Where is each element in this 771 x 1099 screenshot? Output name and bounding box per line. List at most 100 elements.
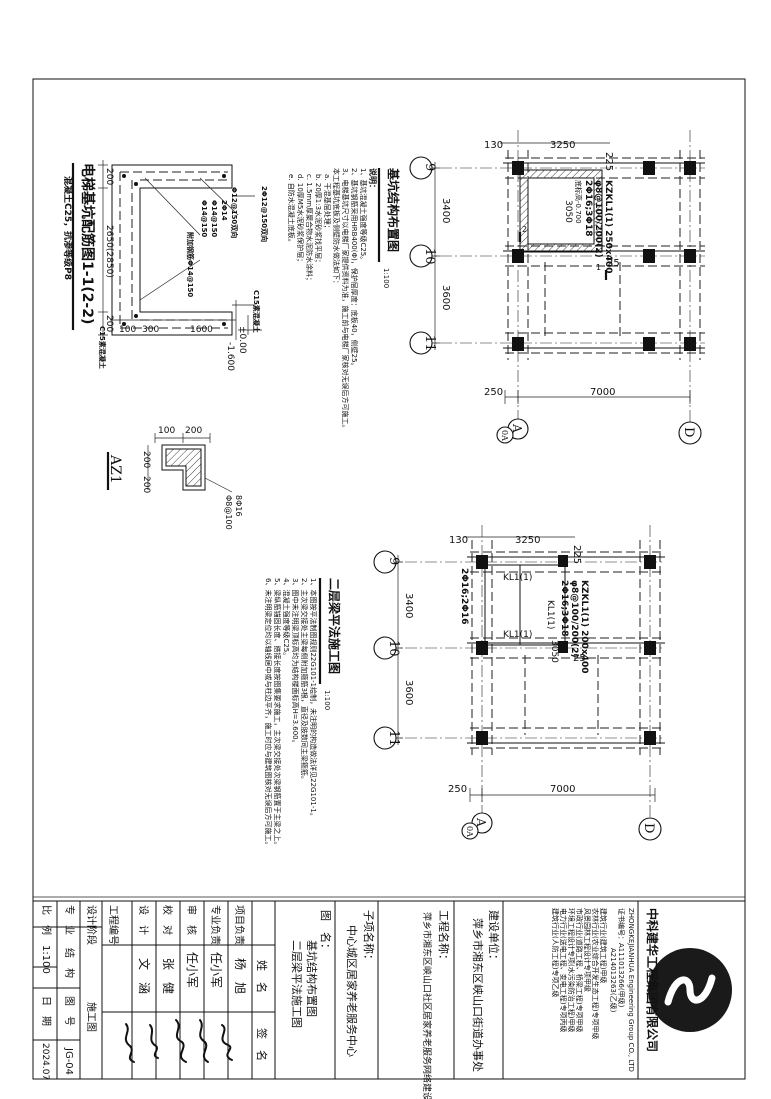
az1-dim-200b: 200	[141, 451, 151, 468]
plan2-dim-3400: 3400	[403, 593, 414, 618]
plan1-dim-225: 225	[603, 152, 614, 171]
stage-label: 设计阶段	[85, 905, 98, 945]
role-review-name: 任小军	[185, 952, 199, 988]
plan1-pit-dim: 3050	[563, 200, 573, 223]
plan1-section-mark-1: 1	[596, 263, 601, 272]
svg-text:2、主次梁交接处主梁每侧附加箍筋3根，直径及肢数同主梁箍筋。: 2、主次梁交接处主梁每侧附加箍筋3根，直径及肢数同主梁箍筋。	[300, 578, 309, 783]
svg-text:市政行业(道路工程、桥梁工程)专项甲级: 市政行业(道路工程、桥梁工程)专项甲级	[575, 908, 584, 1032]
date-value: 2024.07	[40, 1043, 50, 1080]
svg-text:4、混凝土强度等级C25。: 4、混凝土强度等级C25。	[282, 578, 291, 659]
svg-text:±0.00: ±0.00	[237, 326, 247, 354]
title-block	[33, 901, 732, 1079]
role-discipline-lead-name: 任小军	[209, 952, 223, 988]
plan1-pit-label: KZKL1(1) 250x400	[603, 180, 613, 273]
az1-column-detail: 100 200 200 200 8Φ16 Φ8@100 AZ1	[106, 426, 243, 530]
svg-text:电力行业(送电工程、变电工程)专项丙级: 电力行业(送电工程、变电工程)专项丙级	[559, 908, 568, 1032]
plan2-axis-d: D	[641, 823, 656, 833]
drawing-label: 图 名：	[319, 910, 333, 954]
svg-text:农林行业(农业综合开发生态工程)专项甲级: 农林行业(农业综合开发生态工程)专项甲级	[591, 908, 600, 1039]
plan2-title: 二层梁平法施工图	[327, 578, 342, 674]
section-title: 电梯基坑配筋图1-1(2-2)	[79, 163, 96, 324]
plan2-beam-kl1-top: KL1(1)	[503, 573, 532, 583]
az1-label-stirrup: Φ8@100	[224, 495, 233, 530]
plan2-dim-7000: 7000	[550, 784, 575, 795]
svg-text:风景园林工程设计专项甲级: 风景园林工程设计专项甲级	[583, 908, 592, 992]
role-review: 审 核	[185, 905, 198, 935]
plan2-axis-0a: 0A	[465, 826, 474, 837]
plan2-dim-3600: 3600	[403, 680, 414, 705]
svg-text:环境工程设计专项(水污染防治工程)甲级: 环境工程设计专项(水污染防治工程)甲级	[567, 908, 576, 1032]
plan1-axis-11: 11	[422, 335, 437, 352]
scale-label: 比 例	[40, 905, 53, 935]
plan1-axis-d: D	[681, 427, 696, 437]
plan1-pit-label2: φ8@100/200(2)	[593, 180, 603, 258]
plan1-section-mark-2: 2	[522, 225, 527, 234]
role-project-lead-name: 杨 旭	[233, 958, 248, 994]
plan2-dim-25: 25	[573, 653, 586, 664]
roles-header-sign: 签 名	[255, 1028, 269, 1061]
svg-text:C15素混凝土: C15素混凝土	[98, 326, 107, 369]
role-project-lead: 项目负责	[233, 905, 246, 945]
svg-text:本工程基坑底板及侧壁防水做法如下：: 本工程基坑底板及侧壁防水做法如下：	[332, 168, 341, 287]
svg-text:C15素混凝土: C15素混凝土	[252, 290, 261, 333]
svg-text:c. 1.5mm厚聚合物水泥防水涂料；: c. 1.5mm厚聚合物水泥防水涂料；	[305, 174, 314, 284]
plan-1-pit-layout	[409, 130, 705, 445]
svg-text:附加钢筋Φ14@150: 附加钢筋Φ14@150	[186, 232, 195, 297]
svg-text:2650(2850): 2650(2850)	[104, 225, 114, 278]
plan2-dim-130: 130	[449, 535, 468, 546]
svg-text:5、梁纵筋锚固长度、搭接长度按图集要求施工，主次梁交接处次梁: 5、梁纵筋锚固长度、搭接长度按图集要求施工，主次梁交接处次梁钢筋置于主梁之上。	[273, 578, 282, 848]
subproject-value: 中心城区居家养老服务中心	[345, 925, 359, 1057]
plan1-dim-3600: 3600	[440, 285, 451, 310]
project-label: 工程名称：	[437, 910, 451, 965]
pit-section-drawing	[98, 160, 262, 340]
plan2-scale: 1:100	[323, 690, 331, 710]
company-name: 中科建华工程集团有限公司	[645, 908, 660, 1052]
plan2-axis-9: 9	[386, 557, 401, 565]
svg-text:1600: 1600	[190, 325, 213, 335]
plan1-dim-250: 250	[484, 387, 503, 398]
plan-2-beam-layout	[373, 525, 665, 841]
signature-images	[124, 1019, 233, 1063]
plan1-notes: 说明： 1、基坑混凝土强度等级C25。 2、基坑钢筋采用HRB400(Φ)，保护…	[287, 168, 378, 431]
drawing-name-1: 基坑结构布置图	[305, 940, 319, 1017]
plan1-dim-3250: 3250	[550, 140, 575, 151]
az1-label-bars: 8Φ16	[234, 495, 243, 517]
svg-text:d. 10厚M5水泥砂浆保护层；: d. 10厚M5水泥砂浆保护层；	[296, 174, 305, 265]
pit-section-texts: 电梯基坑配筋图1-1(2-2) 混凝土C25，抗渗等级P8 100 300 16…	[62, 163, 269, 371]
project-value: 萍乡市湘东区峡山口社区居家养老服务网络建设项目	[421, 912, 433, 1099]
svg-text:建筑行业(建筑工程)甲级: 建筑行业(建筑工程)甲级	[599, 908, 608, 983]
role-design-name: 文 涵	[137, 958, 152, 994]
subproject-label: 子项名称：	[362, 910, 376, 965]
plan1-axis-a: A	[510, 423, 524, 433]
section-subtitle: 混凝土C25，抗渗等级P8	[62, 176, 74, 280]
company-cert2: A214013263(乙级)	[609, 948, 618, 1013]
role-check-name: 张 健	[161, 958, 175, 994]
plan1-axis-10: 10	[422, 248, 437, 265]
plan2-beam-note2: φ8@100/200(2)	[569, 580, 579, 658]
drawing-no-label: 图 号	[63, 996, 75, 1026]
svg-text:a. 干混基层处理；: a. 干混基层处理；	[323, 174, 332, 232]
az1-dim-200: 200	[185, 426, 202, 436]
svg-text:3、电梯基坑尺寸以电梯厂家提供资料为准，施工前与电梯厂家核对: 3、电梯基坑尺寸以电梯厂家提供资料为准，施工前与电梯厂家核对无误后方可施工。	[341, 168, 350, 431]
svg-text:1、基坑混凝土强度等级C25。: 1、基坑混凝土强度等级C25。	[359, 168, 368, 263]
stage-value: 施工图	[85, 1002, 98, 1032]
svg-text:100: 100	[119, 325, 136, 335]
plan1-axis-9: 9	[422, 163, 437, 171]
svg-text:2Φ14: 2Φ14	[220, 200, 228, 221]
discipline-label: 专 业	[63, 905, 76, 935]
plan2-dim-225: 225	[571, 545, 582, 564]
svg-text:建筑行业(人防工程)专项乙级: 建筑行业(人防工程)专项乙级	[551, 908, 560, 997]
svg-text:200: 200	[104, 168, 114, 185]
roles-header-name: 姓 名	[255, 960, 269, 993]
plan2-axis-10: 10	[386, 640, 401, 657]
plan1-scale: 1:100	[382, 268, 390, 288]
svg-text:-1.600: -1.600	[225, 342, 235, 371]
svg-text:200: 200	[104, 315, 114, 332]
plan1-dim-25: 25	[607, 258, 620, 269]
plan1-title: 基坑结构布置图	[386, 167, 401, 252]
plan2-notes: 1、本图按平法制图规则22G101-1绘制，未注明的构造做法详见22G101-1…	[264, 578, 318, 848]
plan2-beam-note: KZKL1(1) 200x400	[579, 580, 589, 673]
company-cert: 证书编号：A111013266(甲级)	[617, 908, 626, 1008]
svg-text:2Φ12@150双向: 2Φ12@150双向	[260, 186, 269, 242]
